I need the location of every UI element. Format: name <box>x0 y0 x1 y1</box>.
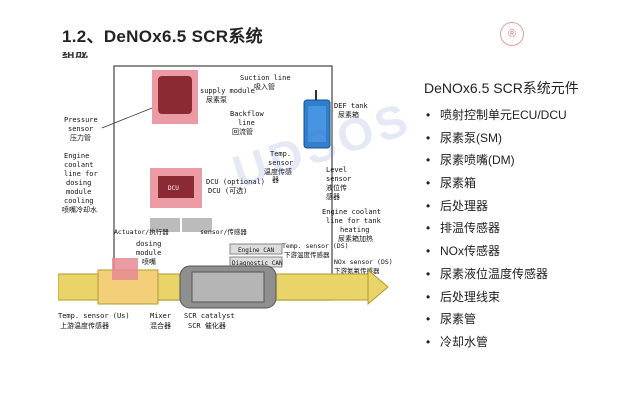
slide-title-cutoff: 组成 <box>62 52 108 58</box>
bullet-icon: • <box>426 108 431 122</box>
coolant-label-4: dosing <box>66 179 91 187</box>
component-item-label: 尿素泵(SM) <box>440 130 502 145</box>
def-tank-label: DEF tank <box>334 102 369 110</box>
mixer-label: Mixer <box>150 312 171 320</box>
component-item-label: 喷射控制单元ECU/DCU <box>440 108 567 122</box>
catalyst-label-cn: SCR 催化器 <box>188 321 226 330</box>
bullet-icon: • <box>426 198 431 213</box>
dosing-label-cn: 喷嘴 <box>142 257 156 266</box>
component-item: • NOx传感器 <box>424 240 634 263</box>
dosing-label-1: dosing <box>136 240 161 248</box>
component-item: • 尿素喷嘴(DM) <box>424 149 634 172</box>
component-item-label: 排温传感器 <box>440 221 501 236</box>
actuator-label: Actuator/执行器 <box>114 227 169 236</box>
bullet-icon: • <box>426 312 431 327</box>
temp-ds-label: Temp. sensor (DS) <box>282 242 349 250</box>
component-item: • 尿素管 <box>424 308 634 331</box>
temp-us-label: Temp. sensor (Us) <box>58 312 130 320</box>
component-item: • 尿素箱 <box>424 172 634 195</box>
def-tank-label-cn: 尿素箱 <box>338 110 359 119</box>
backflow-label-1: Backflow <box>230 110 265 118</box>
components-list: • 喷射控制单元ECU/DCU • 尿素泵(SM) • 尿素喷嘴(DM) • 尿素箱 • 后处理器… <box>424 104 634 354</box>
component-item: • 喷射控制单元ECU/DCU <box>424 104 634 127</box>
coolant-label-6: cooling <box>64 197 94 205</box>
component-item: • 尿素泵(SM) <box>424 127 634 150</box>
component-item: • 冷却水管 <box>424 331 634 354</box>
tank-heat-label-2: line for tank <box>326 217 382 225</box>
component-item-label: 尿素箱 <box>440 176 477 191</box>
component-item-label: 后处理线束 <box>440 289 501 304</box>
temp-sensor-label-2: sensor <box>268 159 293 167</box>
engine-can-box <box>229 243 283 255</box>
level-sensor-label-cn2: 感器 <box>326 192 340 201</box>
coolant-label-2: coolant <box>64 161 94 169</box>
bullet-icon: • <box>426 266 431 281</box>
suction-line-label: Suction line <box>240 74 291 82</box>
dosing-module-highlight <box>112 258 138 280</box>
engine-can-label: Engine CAN <box>238 247 275 254</box>
tank-heat-label-3: heating <box>340 226 370 234</box>
supply-module-label-cn: 尿素泵 <box>206 95 227 104</box>
temp-us-label-cn: 上游温度传感器 <box>60 321 109 330</box>
component-item-label: 冷却水管 <box>440 334 489 349</box>
coolant-label-1: Engine <box>64 152 89 160</box>
nox-ds-label-cn: 下游氮氧传感器 <box>334 266 380 275</box>
diagnostic-can-label: Diagnostic CAN <box>232 260 283 267</box>
backflow-label-2: line <box>238 119 255 127</box>
coolant-label-cn: 喷嘴冷却水 <box>62 205 97 214</box>
component-item-label: NOx传感器 <box>440 244 501 259</box>
bullet-icon: • <box>426 130 431 145</box>
registered-logo: ® <box>500 22 524 46</box>
tank-heat-label-1: Engine coolant <box>322 208 381 216</box>
level-sensor-label-cn1: 液位传 <box>326 183 347 192</box>
tank-heat-label-cn: 尿素箱加热 <box>338 234 373 243</box>
components-heading: DeNOx6.5 SCR系统元件 <box>424 80 579 96</box>
catalyst-label: SCR catalyst <box>184 312 235 320</box>
bullet-icon: • <box>426 153 431 168</box>
pressure-sensor-label-1: Pressure <box>64 116 98 124</box>
dcu-box-label: DCU <box>168 185 179 192</box>
component-item: • 尿素液位温度传感器 <box>424 263 634 286</box>
pressure-sensor-label-2: sensor <box>68 125 93 133</box>
dosing-label-2: module <box>136 249 161 257</box>
slide-title: 1.2、DeNOx6.5 SCR系统 <box>62 27 263 46</box>
component-item-label: 尿素喷嘴(DM) <box>440 153 515 168</box>
component-item: • 后处理器 <box>424 195 634 218</box>
nox-ds-label: NOx sensor (DS) <box>334 258 393 266</box>
component-item-label: 尿素液位温度传感器 <box>440 266 549 281</box>
level-sensor-label-1: Level <box>326 166 347 174</box>
temp-sensor-label-1: Temp. <box>270 150 291 158</box>
supply-module-icon <box>158 76 192 114</box>
component-item: • 排温传感器 <box>424 217 634 240</box>
component-item-label: 后处理器 <box>440 198 489 213</box>
sensor-label: sensor/传感器 <box>200 227 247 236</box>
bullet-icon: • <box>426 176 431 191</box>
bullet-icon: • <box>426 334 431 349</box>
component-item: • 后处理线束 <box>424 286 634 309</box>
coolant-label-5: module <box>66 188 91 196</box>
backflow-label-cn: 回流管 <box>232 127 253 136</box>
temp-sensor-label-cn2: 器 <box>272 176 279 184</box>
scr-system-diagram: supply module 尿素泵 Suction line 吸入管 DEF t… <box>58 65 393 330</box>
dcu-icon <box>158 176 194 198</box>
temp-sensor-label-cn1: 温度传感 <box>264 167 292 176</box>
level-sensor-label-2: sensor <box>326 175 351 183</box>
bullet-icon: • <box>426 221 431 236</box>
coolant-label-3: line for <box>64 170 98 178</box>
suction-line-label-cn: 吸入管 <box>254 82 275 91</box>
mixer-label-cn: 混合器 <box>150 321 171 330</box>
component-item-label: 尿素管 <box>440 312 477 327</box>
temp-ds-label-cn: 下游温度传感器 <box>284 250 330 259</box>
bullet-icon: • <box>426 289 431 304</box>
dcu-label-cn: DCU (可选) <box>208 186 247 195</box>
pressure-sensor-label-cn: 压力管 <box>70 133 91 142</box>
bullet-icon: • <box>426 244 431 259</box>
dcu-label: DCU (optional) <box>206 178 265 186</box>
components-panel: DeNOx6.5 SCR系统元件 •喷射控制单元ECU/DCU•尿素泵(SM)•… <box>424 78 634 354</box>
supply-module-label: supply module <box>200 87 255 95</box>
